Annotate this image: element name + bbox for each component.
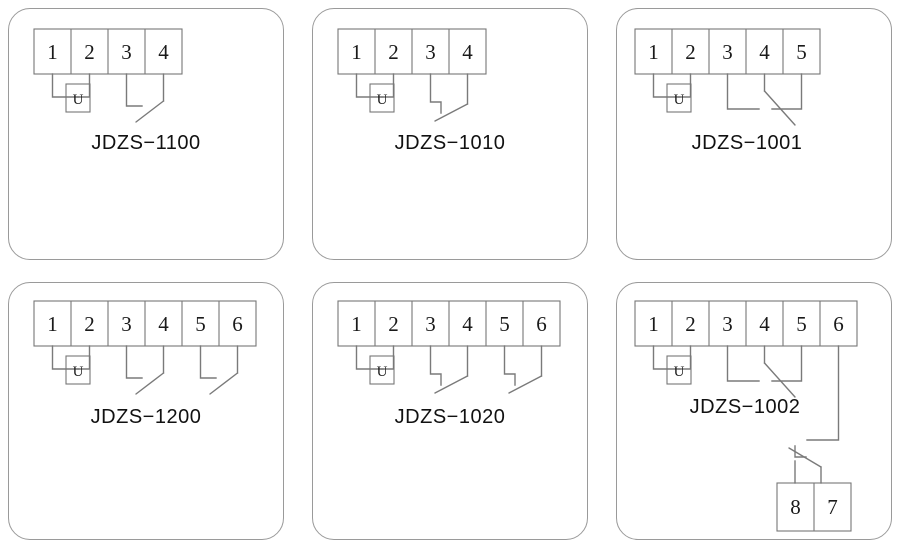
coil-circuit: U — [51, 345, 91, 385]
coil-label: U — [674, 364, 685, 380]
terminal-number: 5 — [796, 312, 807, 336]
contact-normally-open-5-6 — [199, 345, 239, 395]
terminal-number: 2 — [84, 40, 95, 64]
terminal-number: 1 — [47, 312, 58, 336]
diagram-panel-jdzs-1020: 1 2 3 4 5 6 U JD — [312, 282, 588, 540]
coil-label: U — [674, 92, 685, 108]
model-label: JDZS−1100 — [91, 132, 200, 154]
terminal-number: 3 — [425, 312, 436, 336]
coil-label: U — [377, 364, 388, 380]
coil-label: U — [73, 364, 84, 380]
contact-normally-open-3-4 — [125, 345, 165, 395]
terminal-number: 2 — [388, 312, 399, 336]
terminal-number: 7 — [827, 495, 838, 519]
aux-contact-6-8-7 — [788, 345, 840, 484]
terminal-number: 1 — [648, 40, 659, 64]
terminal-number: 2 — [685, 312, 696, 336]
terminal-number: 1 — [648, 312, 659, 336]
terminal-number: 6 — [232, 312, 243, 336]
terminal-block: 1 2 3 4 — [33, 28, 183, 75]
terminal-number: 6 — [536, 312, 547, 336]
model-label: JDZS−1001 — [692, 132, 803, 154]
contact-changeover-3-4-5 — [726, 345, 803, 398]
terminal-number: 3 — [425, 40, 436, 64]
schematic-jdzs-1200: 1 2 3 4 5 6 U JD — [33, 300, 257, 428]
terminal-number: 4 — [462, 312, 473, 336]
diagram-panel-jdzs-1002: 1 2 3 4 5 6 U JDZS−1002 — [616, 282, 892, 540]
terminal-number: 3 — [722, 312, 733, 336]
contact-normally-closed-3-4 — [429, 345, 469, 394]
terminal-number: 1 — [351, 312, 362, 336]
terminal-number: 2 — [685, 40, 696, 64]
coil-circuit: U — [652, 73, 692, 113]
terminal-number: 5 — [195, 312, 206, 336]
terminal-block: 1 2 3 4 — [337, 28, 487, 75]
terminal-number: 5 — [499, 312, 510, 336]
contact-normally-closed-3-4 — [429, 73, 469, 122]
terminal-number: 8 — [790, 495, 801, 519]
contact-normally-closed-5-6 — [503, 345, 543, 394]
terminal-block: 1 2 3 4 5 6 — [33, 300, 257, 347]
terminal-block: 1 2 3 4 5 — [634, 28, 821, 75]
model-label: JDZS−1010 — [395, 132, 506, 154]
terminal-number: 1 — [47, 40, 58, 64]
schematic-jdzs-1002: 1 2 3 4 5 6 U JDZS−1002 — [634, 300, 858, 532]
schematic-jdzs-1020: 1 2 3 4 5 6 U JD — [337, 300, 561, 428]
terminal-block: 1 2 3 4 5 6 — [634, 300, 858, 347]
contact-normally-open-3-4 — [125, 73, 165, 123]
schematic-jdzs-1001: 1 2 3 4 5 U JDZS−1001 — [634, 28, 821, 154]
coil-circuit: U — [355, 73, 395, 113]
coil-label: U — [377, 92, 388, 108]
terminal-number: 4 — [462, 40, 473, 64]
terminal-number: 4 — [759, 312, 770, 336]
diagram-panel-jdzs-1100: 1 2 3 4 U JDZS−1100 — [8, 8, 284, 260]
diagram-panel-jdzs-1001: 1 2 3 4 5 U JDZS−1001 — [616, 8, 892, 260]
terminal-number: 2 — [84, 312, 95, 336]
terminal-number: 4 — [158, 312, 169, 336]
terminal-number: 3 — [121, 40, 132, 64]
terminal-number: 4 — [158, 40, 169, 64]
coil-label: U — [73, 92, 84, 108]
coil-circuit: U — [51, 73, 91, 113]
diagram-panel-jdzs-1010: 1 2 3 4 U JDZS−1010 — [312, 8, 588, 260]
terminal-number: 3 — [722, 40, 733, 64]
aux-terminal-block: 8 7 — [776, 482, 852, 532]
model-label: JDZS−1020 — [395, 406, 506, 428]
terminal-number: 3 — [121, 312, 132, 336]
terminal-block: 1 2 3 4 5 6 — [337, 300, 561, 347]
schematic-jdzs-1010: 1 2 3 4 U JDZS−1010 — [337, 28, 506, 154]
coil-circuit: U — [355, 345, 395, 385]
terminal-number: 4 — [759, 40, 770, 64]
coil-circuit: U — [652, 345, 692, 385]
model-label: JDZS−1002 — [690, 396, 801, 418]
diagram-panel-jdzs-1200: 1 2 3 4 5 6 U JD — [8, 282, 284, 540]
terminal-number: 2 — [388, 40, 399, 64]
terminal-number: 6 — [833, 312, 844, 336]
model-label: JDZS−1200 — [91, 406, 202, 428]
terminal-number: 5 — [796, 40, 807, 64]
terminal-number: 1 — [351, 40, 362, 64]
contact-changeover-3-4-5 — [726, 73, 803, 126]
schematic-jdzs-1100: 1 2 3 4 U JDZS−1100 — [33, 28, 200, 154]
